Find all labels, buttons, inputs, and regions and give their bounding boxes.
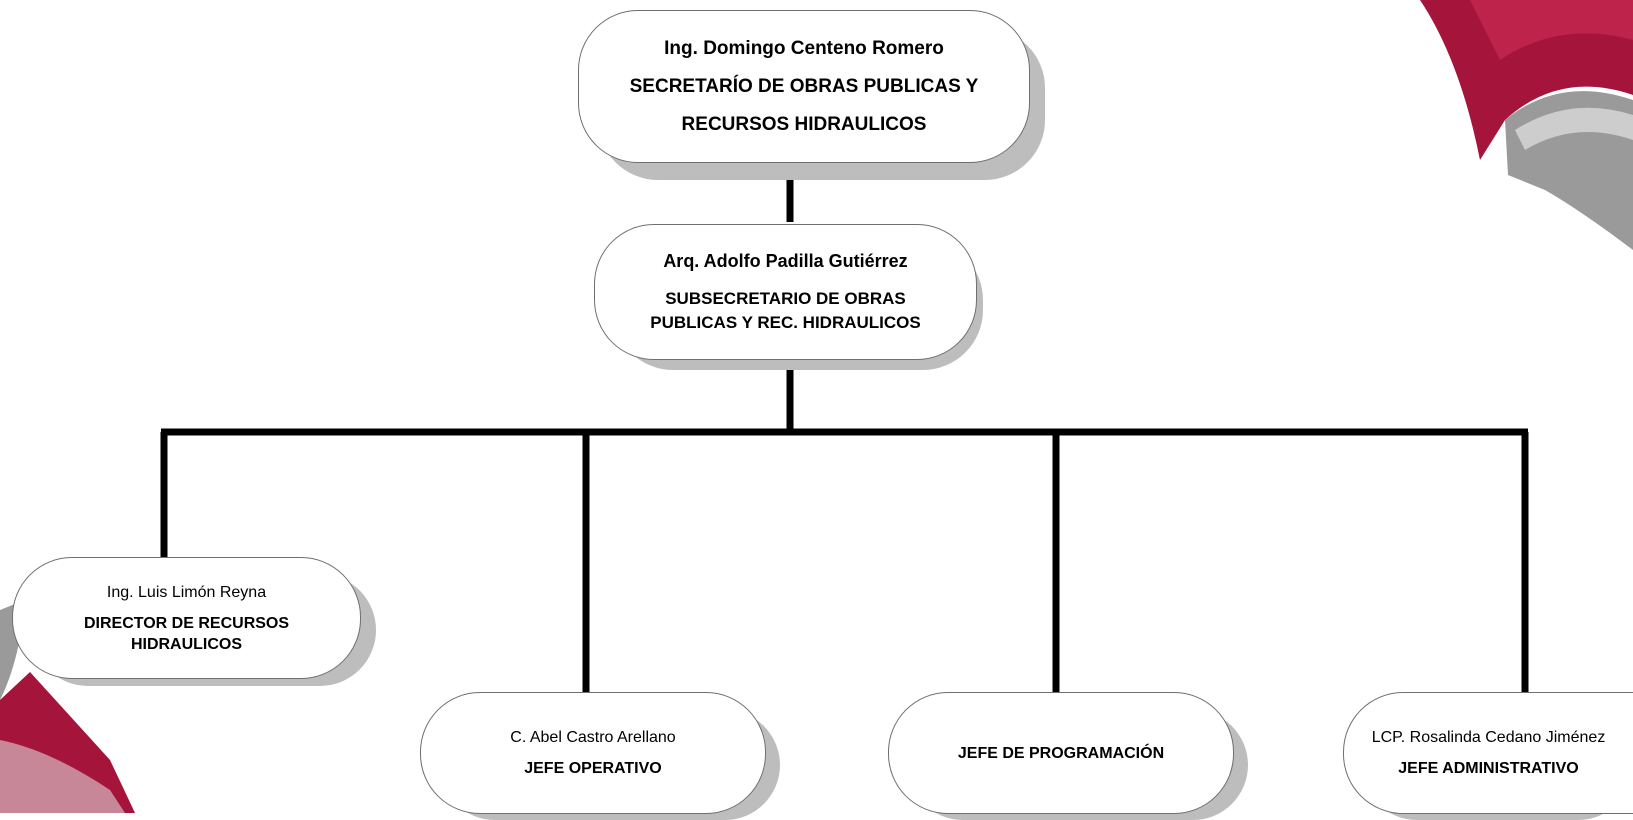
node-administrativo: LCP. Rosalinda Cedano Jiménez JEFE ADMIN… — [1343, 692, 1633, 814]
node-programacion: JEFE DE PROGRAMACIÓN — [888, 692, 1234, 814]
node-director-name: Ing. Luis Limón Reyna — [106, 583, 267, 601]
node-secretario-role-line2: RECURSOS HIDRAULICOS — [681, 113, 927, 135]
top-right-red-highlight — [1470, 0, 1633, 60]
node-subsecretario-name: Arq. Adolfo Padilla Gutiérrez — [663, 251, 908, 271]
node-director-role: DIRECTOR DE RECURSOS HIDRAULICOS — [83, 614, 290, 653]
bottom-left-red-highlight — [0, 740, 125, 813]
node-subsecretario-role: SUBSECRETARIO DE OBRAS PUBLICAS Y REC. H… — [650, 289, 921, 332]
node-secretario: Ing. Domingo Centeno Romero SECRETARÍO D… — [578, 10, 1030, 163]
node-administrativo-name: LCP. Rosalinda Cedano Jiménez — [1371, 729, 1606, 746]
node-administrativo-role: JEFE ADMINISTRATIVO — [1398, 760, 1579, 777]
node-operativo-role: JEFE OPERATIVO — [524, 760, 662, 777]
node-director: Ing. Luis Limón Reyna DIRECTOR DE RECURS… — [12, 557, 361, 679]
top-right-gray-highlight — [1515, 107, 1633, 150]
node-secretario-role-line1: SECRETARÍO DE OBRAS PUBLICAS Y — [629, 75, 979, 97]
node-operativo-name: C. Abel Castro Arellano — [510, 729, 676, 746]
node-programacion-role: JEFE DE PROGRAMACIÓN — [957, 744, 1165, 762]
node-subsecretario: Arq. Adolfo Padilla Gutiérrez SUBSECRETA… — [594, 224, 977, 360]
node-secretario-name: Ing. Domingo Centeno Romero — [664, 37, 944, 59]
node-operativo: C. Abel Castro Arellano JEFE OPERATIVO — [420, 692, 766, 814]
top-right-red-swoosh — [1420, 0, 1633, 160]
